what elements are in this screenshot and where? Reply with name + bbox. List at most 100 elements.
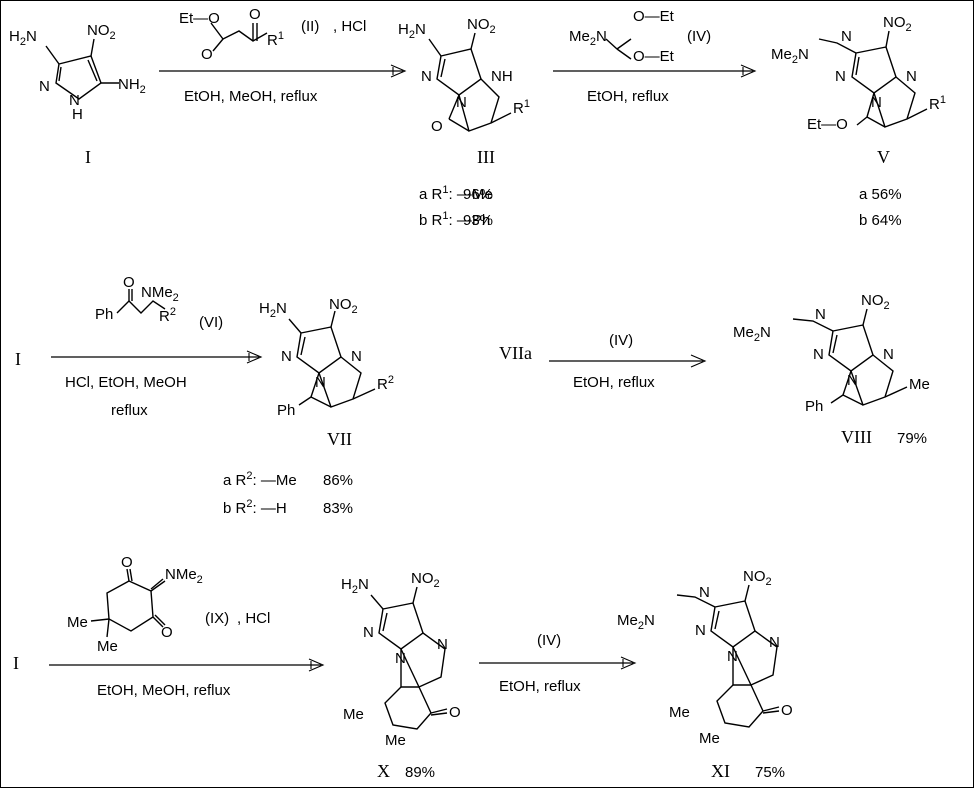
carbonyl-o: O bbox=[431, 118, 443, 135]
me-label: Me bbox=[909, 376, 930, 393]
reagent-code-VI: (VI) bbox=[199, 314, 223, 331]
me-label: Me bbox=[669, 704, 690, 721]
compound-VIII: N Me2N NO2 N N N Ph Me bbox=[733, 292, 930, 415]
imine-n: N bbox=[841, 28, 852, 45]
reagent-acid: , HCl bbox=[333, 18, 366, 35]
r1-label: R1 bbox=[929, 94, 946, 113]
compound-label-XI: XI bbox=[711, 761, 730, 781]
yield-row: b R2: —H bbox=[223, 498, 287, 517]
reaction-arrow-6 bbox=[479, 656, 637, 670]
carbonyl-o: O bbox=[781, 702, 793, 719]
yield-value: 96% bbox=[463, 186, 493, 203]
reagent-IX: O O NMe2 Me Me (IX) , HCl bbox=[67, 554, 270, 655]
imine-n: N bbox=[699, 584, 710, 601]
reagent-VI: Ph O NMe2 R2 (VI) bbox=[95, 274, 223, 331]
compound-I: H2N NO2 NH2 N N H bbox=[9, 22, 146, 123]
n-atom: N bbox=[456, 94, 467, 111]
n-atom: N bbox=[39, 78, 50, 95]
carbonyl-o: O bbox=[449, 704, 461, 721]
me2n-label: Me2N bbox=[733, 324, 771, 344]
conditions-1: EtOH, MeOH, reflux bbox=[184, 88, 318, 105]
imine-n: N bbox=[815, 306, 826, 323]
n-atom: N bbox=[727, 648, 738, 665]
n-atom: N bbox=[421, 68, 432, 85]
compound-XI: N Me2N NO2 N N N O Me Me bbox=[617, 568, 793, 747]
yields-VII: a R2: —Me 86% b R2: —H 83% bbox=[223, 470, 353, 517]
amine-label-2: NH2 bbox=[118, 76, 146, 96]
n-atom: N bbox=[847, 372, 858, 389]
reagent-ethoxy: Et—O bbox=[179, 10, 220, 27]
nitro-label: NO2 bbox=[883, 14, 912, 34]
n-atom: N bbox=[769, 634, 780, 651]
conditions-6: EtOH, reflux bbox=[499, 678, 581, 695]
amine-label: H2N bbox=[259, 300, 287, 320]
n-atom: N bbox=[835, 68, 846, 85]
reagent-code-IX: (IX) bbox=[205, 610, 229, 627]
reagent-code-IV: (IV) bbox=[687, 28, 711, 45]
carbonyl-o: O bbox=[249, 6, 261, 23]
compound-V: N Me2N NO2 N N N Et—O R1 bbox=[771, 14, 946, 133]
reagent-acid: , HCl bbox=[237, 610, 270, 627]
n-atom: N bbox=[437, 636, 448, 653]
n-atom: N bbox=[871, 94, 882, 111]
reaction-arrow-1 bbox=[159, 64, 407, 78]
nitro-label: NO2 bbox=[743, 568, 772, 588]
compound-label-VIII: VIII bbox=[841, 427, 872, 447]
n-atom: N bbox=[69, 92, 80, 109]
n-atom: N bbox=[395, 650, 406, 667]
oet-label: O—Et bbox=[633, 8, 675, 25]
n-atom: N bbox=[363, 624, 374, 641]
h-atom: H bbox=[72, 106, 83, 123]
compound-label-X: X bbox=[377, 761, 390, 781]
yield-value: 93% bbox=[463, 212, 493, 229]
reagent-code-IV: (IV) bbox=[609, 332, 633, 349]
amine-label: H2N bbox=[341, 576, 369, 596]
amine-label: H2N bbox=[398, 21, 426, 41]
r1-label: R1 bbox=[513, 98, 530, 117]
reaction-arrow-3 bbox=[51, 350, 263, 364]
me-label: Me bbox=[97, 638, 118, 655]
nme2-label: NMe2 bbox=[141, 284, 179, 304]
yield-row: b 64% bbox=[859, 212, 902, 229]
reaction-arrow-2 bbox=[553, 64, 757, 78]
n-atom: N bbox=[281, 348, 292, 365]
r2-label: R2 bbox=[159, 306, 176, 325]
nme2-label: NMe2 bbox=[165, 566, 203, 586]
ethoxy-label: Et—O bbox=[807, 116, 848, 133]
nitro-label: NO2 bbox=[87, 22, 116, 42]
ph-label: Ph bbox=[95, 306, 113, 323]
me2n-label: Me2N bbox=[771, 46, 809, 66]
ph-label: Ph bbox=[805, 398, 823, 415]
n-atom: N bbox=[351, 348, 362, 365]
nitro-label: NO2 bbox=[329, 296, 358, 316]
nitro-label: NO2 bbox=[467, 16, 496, 36]
carbonyl-o: O bbox=[161, 624, 173, 641]
conditions-4: EtOH, reflux bbox=[573, 374, 655, 391]
me-label: Me bbox=[343, 706, 364, 723]
carbonyl-o: O bbox=[121, 554, 133, 571]
compound-label-VII: VII bbox=[327, 429, 352, 449]
n-atom: N bbox=[695, 622, 706, 639]
compound-label-V: V bbox=[877, 147, 890, 167]
start-compound-VIIa: VIIa bbox=[499, 343, 532, 363]
start-compound-I: I bbox=[13, 653, 19, 673]
yield-row: a 56% bbox=[859, 186, 902, 203]
n-atom: N bbox=[315, 374, 326, 391]
r1-label: R1 bbox=[267, 30, 284, 49]
compound-III: H2N NO2 N N NH O R1 bbox=[398, 16, 530, 135]
compound-VII: H2N NO2 N N N Ph R2 bbox=[259, 296, 394, 419]
n-atom: N bbox=[883, 346, 894, 363]
conditions-5: EtOH, MeOH, reflux bbox=[97, 682, 231, 699]
compound-X: H2N NO2 N N N O Me Me bbox=[341, 570, 461, 749]
n-atom: N bbox=[906, 68, 917, 85]
carbonyl-o: O bbox=[201, 46, 213, 63]
reagent-code-II: (II) bbox=[301, 18, 319, 35]
me-label: Me bbox=[67, 614, 88, 631]
yield-value: 83% bbox=[323, 500, 353, 517]
conditions-3b: reflux bbox=[111, 402, 148, 419]
carbonyl-o: O bbox=[123, 274, 135, 291]
yield-row: a R1: —Me bbox=[419, 184, 493, 203]
reagent-II: Et—O O O R1 (II) , HCl bbox=[179, 6, 366, 63]
